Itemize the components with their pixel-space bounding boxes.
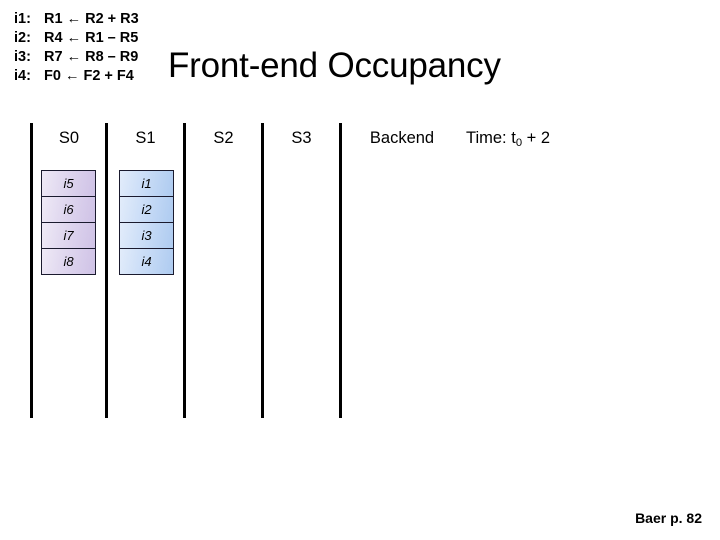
instruction-list: i1: R1 ← R2 + R3 i2: R4 ← R1 – R5 i3: R7… [14, 11, 164, 87]
instruction-body: R7 ← R8 – R9 [44, 49, 139, 65]
time-label: Time: t0 + 2 [466, 129, 626, 149]
stage-s0-box-stack: i5 i6 i7 i8 [41, 170, 96, 275]
stage-divider-2 [183, 123, 186, 418]
footer-credit: Baer p. 82 [635, 510, 702, 526]
stage-divider-1 [105, 123, 108, 418]
column-header-backend: Backend [369, 129, 435, 147]
instruction-box[interactable]: i7 [41, 222, 96, 249]
instruction-label: i4: [14, 68, 31, 84]
column-header-s0: S0 [58, 129, 80, 147]
instruction-box[interactable]: i1 [119, 170, 174, 197]
page-title: Front-end Occupancy [168, 46, 501, 85]
stage-s1-box-stack: i1 i2 i3 i4 [119, 170, 174, 275]
stage-divider-0 [30, 123, 33, 418]
instruction-box[interactable]: i2 [119, 196, 174, 223]
instruction-box[interactable]: i8 [41, 248, 96, 275]
instruction-body: R4 ← R1 – R5 [44, 30, 139, 46]
column-header-s3: S3 [291, 129, 312, 147]
instruction-row: i2: R4 ← R1 – R5 [14, 30, 164, 49]
column-header-s2: S2 [213, 129, 234, 147]
stage-divider-3 [261, 123, 264, 418]
instruction-label: i3: [14, 49, 31, 65]
instruction-box[interactable]: i4 [119, 248, 174, 275]
column-header-s1: S1 [135, 129, 156, 147]
stage-divider-4 [339, 123, 342, 418]
time-label-suffix: + 2 [522, 129, 551, 147]
instruction-label: i2: [14, 30, 31, 46]
instruction-label: i1: [14, 11, 31, 27]
instruction-box[interactable]: i6 [41, 196, 96, 223]
instruction-row: i4: F0 ← F2 + F4 [14, 68, 164, 87]
time-label-subscript: 0 [515, 137, 523, 150]
instruction-row: i3: R7 ← R8 – R9 [14, 49, 164, 68]
instruction-row: i1: R1 ← R2 + R3 [14, 11, 164, 30]
instruction-body: R1 ← R2 + R3 [44, 11, 139, 27]
instruction-body: F0 ← F2 + F4 [44, 68, 134, 84]
time-label-prefix: Time: t [466, 129, 516, 147]
instruction-box[interactable]: i3 [119, 222, 174, 249]
instruction-box[interactable]: i5 [41, 170, 96, 197]
